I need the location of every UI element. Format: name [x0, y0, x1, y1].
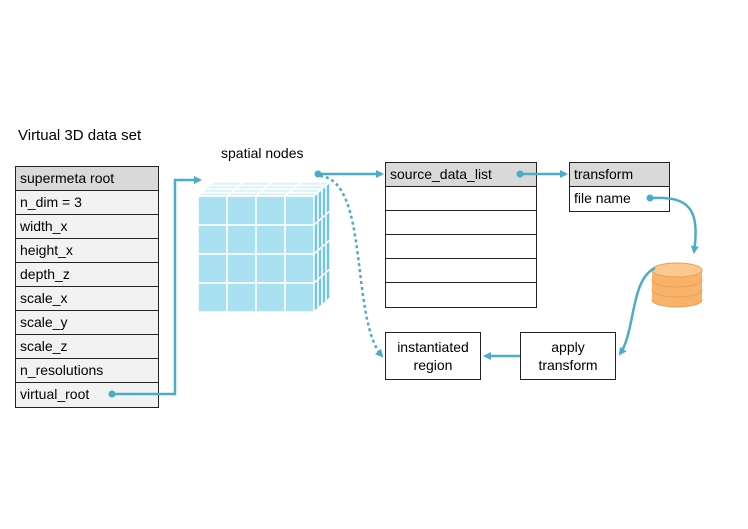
source-data-list-row — [386, 235, 536, 259]
spatial-node-cell — [325, 238, 331, 275]
spatial-node-cell — [325, 267, 331, 304]
field-width-x: width_x — [16, 215, 158, 239]
dot-source-list — [516, 170, 524, 178]
spatial-nodes-label: spatial nodes — [221, 145, 304, 161]
connector-file-name-to-disk — [651, 196, 699, 254]
source-data-list-row — [386, 211, 536, 235]
spatial-node-cell — [284, 282, 315, 313]
spatial-node-cell — [325, 209, 331, 246]
field-scale-y: scale_y — [16, 311, 158, 335]
spatial-node-cell — [208, 181, 245, 187]
spatial-node-cell — [266, 181, 303, 187]
spatial-nodes-cube — [196, 180, 332, 314]
diagram-title: Virtual 3D data set — [18, 127, 142, 144]
spatial-node-cell — [295, 181, 332, 187]
spatial-node-cell — [197, 282, 228, 313]
spatial-node-cell — [325, 180, 331, 217]
spatial-node-cell — [197, 195, 228, 226]
spatial-node-cell — [255, 195, 286, 226]
spatial-node-cell — [255, 253, 286, 284]
spatial-node-cell — [226, 282, 257, 313]
spatial-node-cell — [284, 224, 315, 255]
field-n-resolutions: n_resolutions — [16, 359, 158, 383]
apply-transform-box: apply transform — [520, 332, 616, 380]
spatial-node-cell — [226, 224, 257, 255]
supermeta-header: supermeta root — [16, 167, 158, 191]
source-data-list-row — [386, 283, 536, 307]
spatial-node-cell — [255, 224, 286, 255]
spatial-node-cell — [197, 224, 228, 255]
field-scale-x: scale_x — [16, 287, 158, 311]
spatial-node-cell — [197, 253, 228, 284]
disk-stack-icon — [651, 262, 703, 308]
source-data-list-row — [386, 187, 536, 211]
dot-cube — [314, 170, 322, 178]
source-data-list-table: source_data_list — [385, 162, 537, 308]
transform-header: transform — [570, 163, 669, 187]
field-height-x: height_x — [16, 239, 158, 263]
spatial-node-cell — [255, 282, 286, 313]
field-scale-z: scale_z — [16, 335, 158, 359]
dot-virtual-root — [108, 390, 116, 398]
source-data-list-header: source_data_list — [386, 163, 536, 187]
instantiated-region-box: instantiated region — [385, 332, 481, 380]
source-data-list-row — [386, 259, 536, 283]
supermeta-table: supermeta root n_dim = 3 width_x height_… — [15, 166, 159, 408]
spatial-node-cell — [284, 253, 315, 284]
dot-file-name — [646, 194, 654, 202]
spatial-node-cell — [284, 195, 315, 226]
spatial-node-cell — [226, 195, 257, 226]
connector-disk-to-apply-transform — [618, 266, 656, 356]
spatial-node-cell — [237, 181, 274, 187]
field-n-dim: n_dim = 3 — [16, 191, 158, 215]
spatial-node-cell — [226, 253, 257, 284]
connector-cube-to-instantiated-dotted — [319, 174, 384, 358]
connector-virtual-root-to-cube — [112, 176, 202, 396]
field-depth-z: depth_z — [16, 263, 158, 287]
